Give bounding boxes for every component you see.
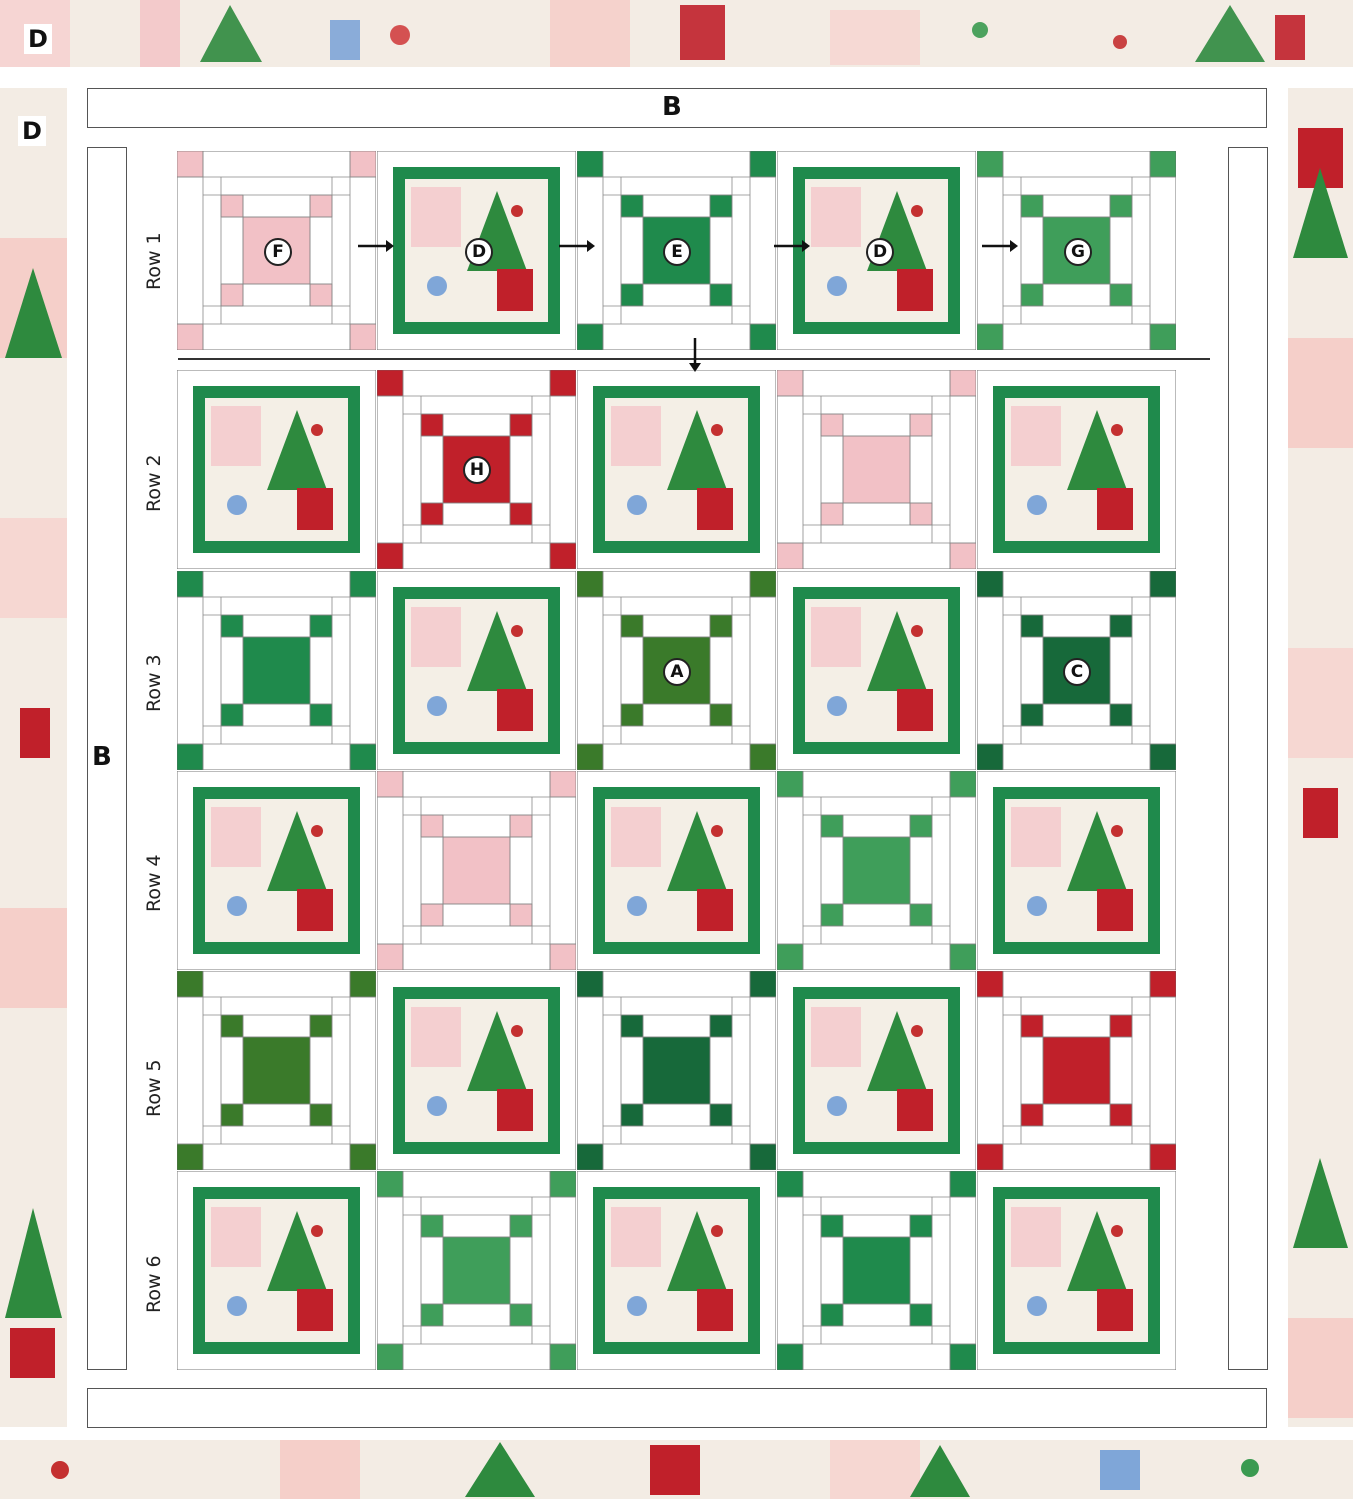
- christmas-print-fabric: [0, 0, 1353, 67]
- row-label-6: Row 6: [143, 1255, 165, 1313]
- quilt-block: [377, 571, 576, 770]
- sashing-right: [1228, 147, 1268, 1370]
- framed-print-block: [577, 1171, 776, 1370]
- christmas-print-fabric: [0, 1440, 1353, 1499]
- sashing-left-label: B: [92, 742, 112, 772]
- quilt-block: [977, 1171, 1176, 1370]
- chain-block: [177, 971, 376, 1170]
- outer-border-bottom: [0, 1440, 1353, 1499]
- chain-block: [577, 971, 776, 1170]
- chain-block: [777, 1171, 976, 1370]
- fabric-label-badge: C: [1063, 658, 1091, 686]
- chain-block: [977, 971, 1176, 1170]
- fabric-label-badge: F: [264, 238, 292, 266]
- quilt-block: [777, 771, 976, 970]
- framed-print-block: [777, 571, 976, 770]
- outer-border-right: [1288, 88, 1353, 1427]
- christmas-print-fabric: [0, 88, 67, 1427]
- quilt-block: [977, 971, 1176, 1170]
- quilt-block: [777, 370, 976, 569]
- arrow-right-icon: [557, 236, 597, 256]
- quilt-block: [777, 571, 976, 770]
- row-label-5: Row 5: [143, 1059, 165, 1117]
- row-label-4: Row 4: [143, 854, 165, 912]
- framed-print-block: [977, 771, 1176, 970]
- quilt-block: [577, 370, 776, 569]
- framed-print-block: [977, 370, 1176, 569]
- quilt-block: [177, 971, 376, 1170]
- fabric-label-badge: G: [1064, 238, 1092, 266]
- chain-block: [177, 571, 376, 770]
- chain-block: [377, 1171, 576, 1370]
- row-label-1: Row 1: [143, 232, 165, 290]
- quilt-block: [977, 771, 1176, 970]
- framed-print-block: [177, 1171, 376, 1370]
- christmas-print-fabric: [1288, 88, 1353, 1427]
- fabric-label-badge: D: [465, 238, 493, 266]
- framed-print-block: [377, 571, 576, 770]
- quilt-block: [377, 1171, 576, 1370]
- quilt-block: [377, 971, 576, 1170]
- quilt-block: [177, 1171, 376, 1370]
- framed-print-block: [177, 370, 376, 569]
- arrow-right-icon: [772, 236, 812, 256]
- arrow-down-icon: [685, 336, 705, 374]
- arrow-right-icon: [980, 236, 1020, 256]
- quilt-block: [977, 370, 1176, 569]
- border-fabric-label-top: D: [24, 24, 52, 54]
- chain-block: [377, 771, 576, 970]
- fabric-label-badge: A: [663, 658, 691, 686]
- sashing-top-label: B: [662, 92, 682, 122]
- quilt-block: [777, 971, 976, 1170]
- framed-print-block: [377, 971, 576, 1170]
- chain-block: [777, 370, 976, 569]
- framed-print-block: [777, 971, 976, 1170]
- border-fabric-label-left: D: [18, 116, 46, 146]
- chain-block: [777, 771, 976, 970]
- quilt-block: [177, 771, 376, 970]
- quilt-block: [377, 771, 576, 970]
- arrow-right-icon: [356, 236, 396, 256]
- quilt-block: [177, 571, 376, 770]
- quilt-block: [577, 971, 776, 1170]
- quilt-block: [577, 1171, 776, 1370]
- framed-print-block: [177, 771, 376, 970]
- outer-border-left: [0, 88, 67, 1427]
- framed-print-block: [577, 370, 776, 569]
- framed-print-block: [977, 1171, 1176, 1370]
- quilt-block: [177, 370, 376, 569]
- quilt-block: [577, 771, 776, 970]
- sashing-bottom: [87, 1388, 1267, 1428]
- fabric-label-badge: D: [866, 238, 894, 266]
- row-label-3: Row 3: [143, 654, 165, 712]
- fabric-label-badge: E: [663, 238, 691, 266]
- fabric-label-badge: H: [463, 456, 491, 484]
- outer-border-top: [0, 0, 1353, 67]
- framed-print-block: [577, 771, 776, 970]
- quilt-block: [777, 1171, 976, 1370]
- row-label-2: Row 2: [143, 454, 165, 512]
